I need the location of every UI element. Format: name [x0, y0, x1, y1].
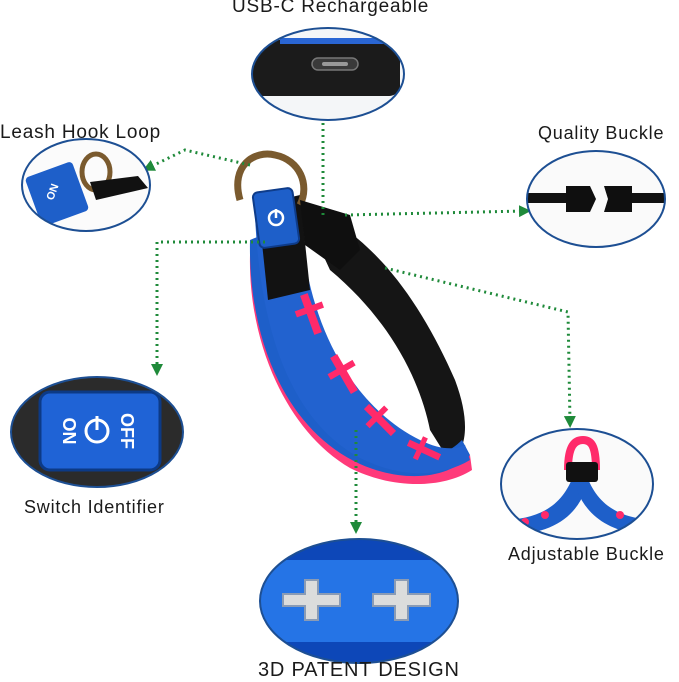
- callout-patent: [259, 538, 459, 664]
- cross-icon: [282, 579, 341, 621]
- collar-buckle: [300, 200, 360, 270]
- adjust-slider: [566, 462, 598, 482]
- label-3d-patent-design: 3D PATENT DESIGN: [258, 659, 460, 681]
- cross-icon: [372, 579, 431, 621]
- label-adjustable-buckle: Adjustable Buckle: [508, 544, 665, 564]
- callout-quality: [526, 150, 666, 248]
- pointer-leash: [142, 148, 251, 171]
- collar-band: [249, 235, 470, 477]
- pointer-switch: [151, 240, 265, 376]
- pointer-quality: [344, 205, 531, 218]
- callout-switch: ON OFF: [10, 376, 184, 488]
- buckle-female: [604, 186, 632, 212]
- callout-usb: [251, 27, 405, 121]
- collar-main: [234, 150, 472, 485]
- pointer-lines: [142, 104, 576, 534]
- inner-strap: [300, 205, 466, 462]
- callout-leash: ON: [21, 138, 151, 232]
- collar-pink-edge: [249, 250, 472, 485]
- label-leash-hook-loop: Leash Hook Loop: [0, 122, 161, 143]
- buckle-male: [566, 186, 596, 212]
- switch-on-text: ON: [59, 418, 79, 445]
- label-usb-c-rechargeable: USB-C Rechargeable: [232, 0, 430, 17]
- switch-off-text: OFF: [117, 413, 137, 449]
- d-ring: [234, 150, 308, 207]
- label-switch-identifier: Switch Identifier: [24, 497, 165, 517]
- callout-adjust: [500, 428, 654, 540]
- leash-tag-text: ON: [45, 182, 62, 202]
- label-quality-buckle: Quality Buckle: [538, 123, 665, 143]
